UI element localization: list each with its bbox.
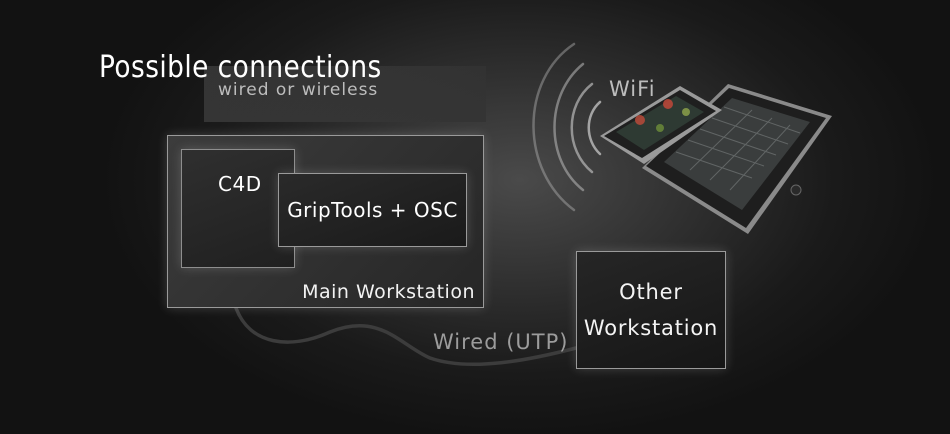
tablet-icon (642, 84, 832, 234)
wifi-waves-icon (532, 42, 602, 212)
other-workstation-line1: Other (619, 280, 683, 304)
page-title: Possible connections (99, 50, 382, 85)
c4d-box: C4D (181, 149, 295, 268)
griptools-label: GripTools + OSC (287, 198, 458, 222)
other-workstation-line2: Workstation (583, 316, 719, 340)
other-workstation-box: Other Workstation (576, 251, 726, 369)
page-subtitle: wired or wireless (218, 80, 379, 100)
wifi-label: WiFi (609, 77, 656, 101)
c4d-label: C4D (218, 172, 262, 196)
wired-label: Wired (UTP) (433, 330, 569, 354)
smartphone-icon (600, 86, 722, 164)
title-band (204, 66, 486, 122)
wired-cable (234, 306, 578, 367)
main-workstation-label: Main Workstation (302, 281, 475, 303)
griptools-box: GripTools + OSC (278, 173, 467, 247)
